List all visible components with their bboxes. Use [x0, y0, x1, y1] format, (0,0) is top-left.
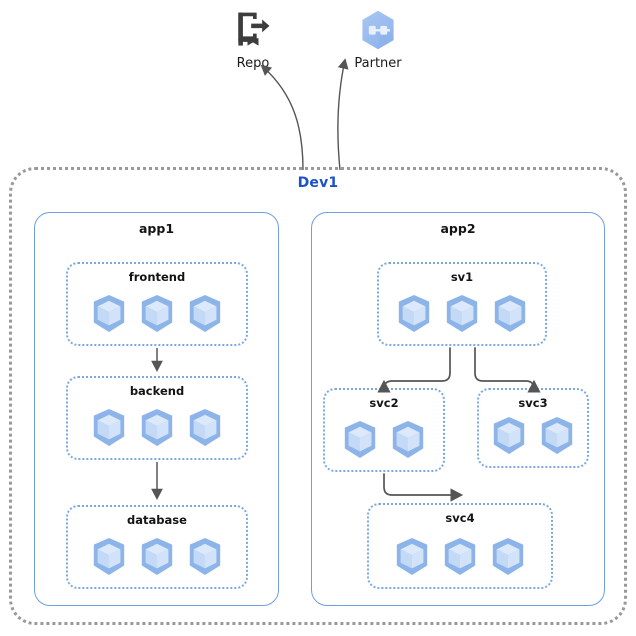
service-group-label-sv1: sv1 [450, 270, 474, 284]
pod-row [68, 537, 246, 577]
pod-cube-icon [493, 417, 525, 455]
external-node-partner-label: Partner [354, 56, 402, 71]
service-group-sv1[interactable]: sv1 [377, 262, 547, 346]
external-node-partner[interactable]: Partner [323, 8, 433, 71]
pod-cube-icon [392, 421, 424, 459]
service-group-svc2[interactable]: svc2 [323, 388, 445, 472]
service-group-database[interactable]: database [66, 505, 248, 589]
pod-cube-icon [541, 417, 573, 455]
environment-label-dev1: Dev1 [297, 175, 339, 191]
connector-dev1-to-repo [260, 64, 304, 171]
pod-row [325, 420, 443, 460]
pod-cube-icon [93, 538, 125, 576]
pod-cube-icon [189, 538, 221, 576]
service-group-label-svc2: svc2 [369, 396, 399, 410]
pod-cube-icon [141, 409, 173, 447]
service-group-label-backend: backend [129, 384, 185, 398]
service-group-svc3[interactable]: svc3 [477, 388, 589, 468]
service-group-label-frontend: frontend [128, 270, 186, 284]
pod-cube-icon [189, 409, 221, 447]
service-group-svc4[interactable]: svc4 [367, 503, 553, 589]
pod-cube-icon [494, 295, 526, 333]
environment-boundary-dev1 [9, 167, 627, 625]
pod-cube-icon [93, 295, 125, 333]
connector-dev1-to-partner [337, 58, 349, 171]
service-group-label-database: database [127, 513, 187, 527]
repo-icon [238, 12, 270, 46]
service-group-frontend[interactable]: frontend [66, 262, 248, 346]
app-title-app2: app2 [440, 221, 476, 236]
service-group-backend[interactable]: backend [66, 376, 248, 460]
external-node-repo-label: Repo [236, 56, 270, 71]
pod-cube-icon [141, 538, 173, 576]
app-title-app1: app1 [138, 221, 175, 236]
service-group-label-svc4: svc4 [445, 511, 475, 525]
pod-row [479, 416, 587, 456]
pod-cube-icon [141, 295, 173, 333]
pod-cube-icon [93, 409, 125, 447]
pod-cube-icon [344, 421, 376, 459]
pod-cube-icon [398, 295, 430, 333]
pod-row [379, 294, 545, 334]
pod-cube-icon [446, 295, 478, 333]
pod-cube-icon [444, 538, 476, 576]
partner-hexagon-icon [362, 10, 394, 50]
pod-row [369, 537, 551, 577]
pod-cube-icon [396, 538, 428, 576]
service-group-label-svc3: svc3 [518, 396, 548, 410]
external-node-repo[interactable]: Repo [198, 8, 308, 71]
pod-cube-icon [492, 538, 524, 576]
pod-row [68, 294, 246, 334]
pod-row [68, 408, 246, 448]
pod-cube-icon [189, 295, 221, 333]
